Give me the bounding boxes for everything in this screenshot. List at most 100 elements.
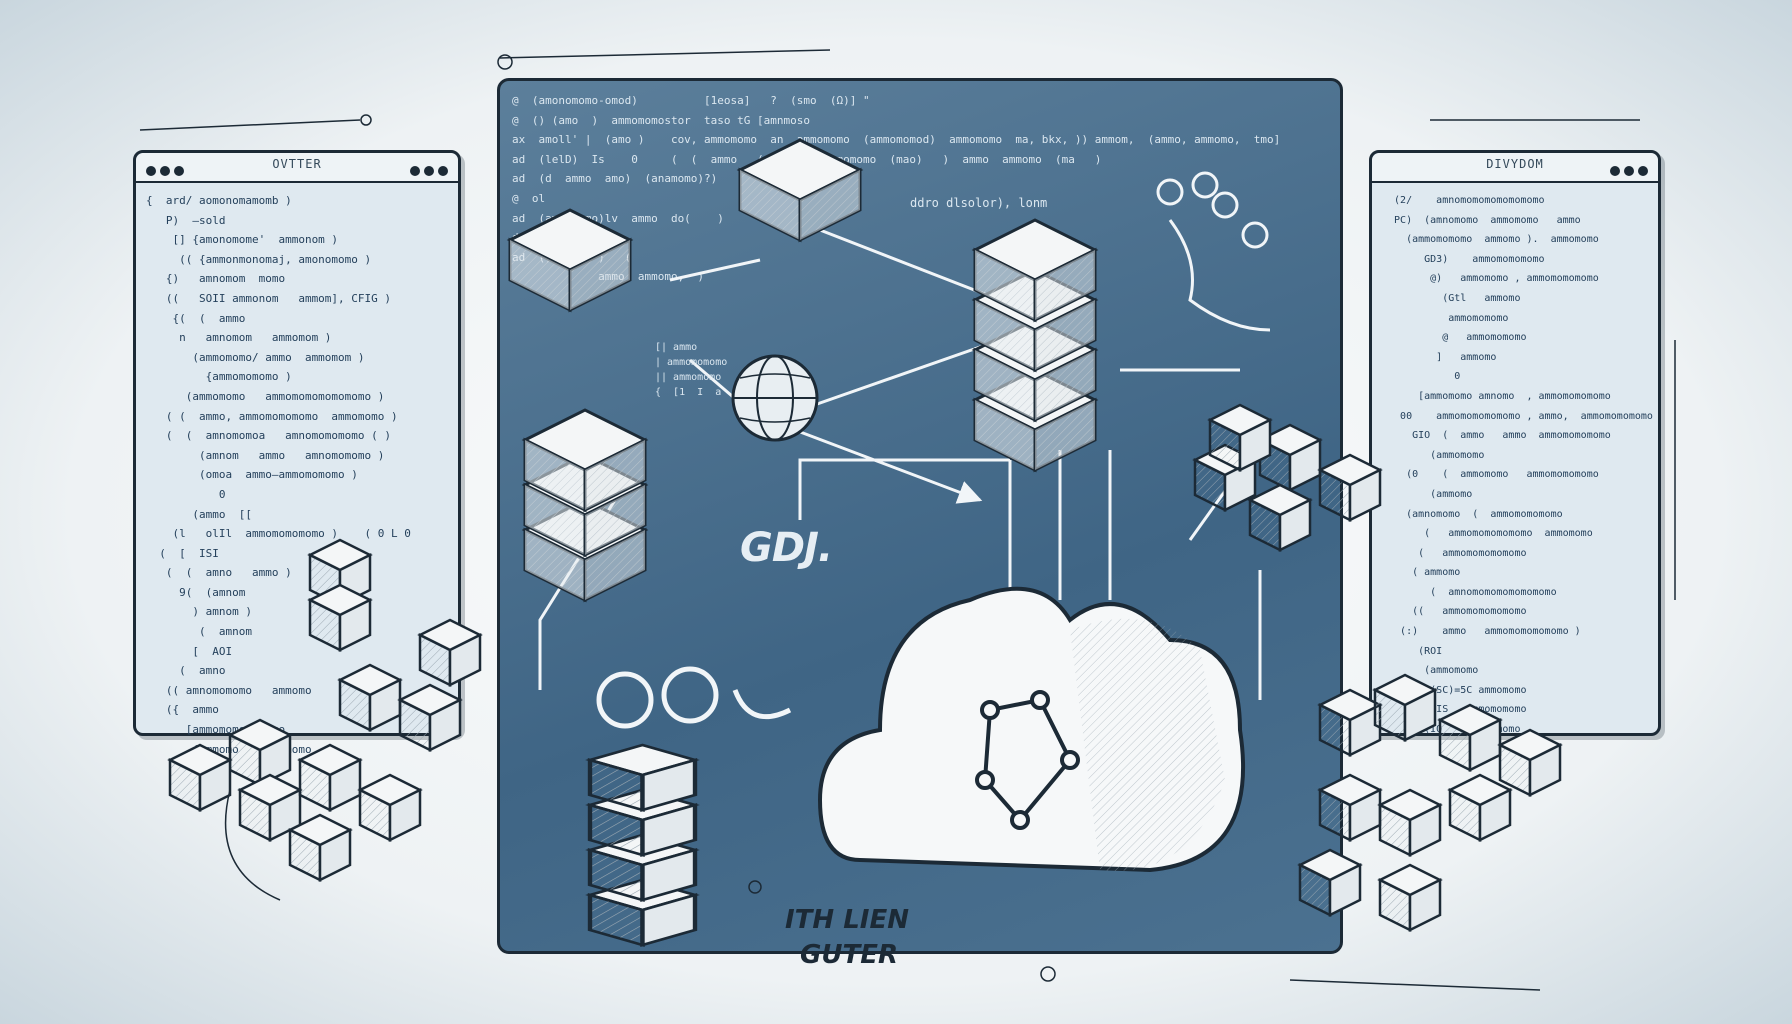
code-line: { ard/ aomonomamomb ) bbox=[146, 194, 292, 207]
server-stack-bottom[interactable] bbox=[590, 745, 695, 945]
left-window-code: { ard/ aomonomamomb ) P) —sold [] {amono… bbox=[136, 183, 458, 767]
code-line: 00 ammomomomomomo , ammo, ammomomomomo bbox=[1382, 410, 1653, 422]
code-line: GD3) ammomomomomo bbox=[1382, 253, 1545, 265]
code-line: 0 bbox=[146, 487, 226, 501]
window-controls bbox=[1610, 161, 1652, 180]
window-controls bbox=[146, 161, 188, 180]
code-line: {ammomomomo ) bbox=[146, 370, 292, 384]
code-line: ({ ammo bbox=[146, 703, 219, 717]
code-line: GIO ( ammo ammo ammomomomomo bbox=[1382, 430, 1611, 442]
code-line: ( amno bbox=[146, 664, 226, 678]
code-line: @ (amonomomo-omod) [1eosa] ? (smo (Ω)] " bbox=[512, 94, 870, 107]
cube-cluster-right[interactable] bbox=[1193, 403, 1382, 552]
code-line: { [1 I a bbox=[655, 387, 722, 398]
cube-cluster-bottom-right[interactable] bbox=[1298, 673, 1562, 932]
gear-icon bbox=[596, 666, 792, 729]
code-snippet: [| ammo | ammomomomo || ammomomo { [1 I a bbox=[655, 340, 727, 400]
right-window-code: (2/ amnomomomomomomomo PC) (amnomomo amm… bbox=[1372, 183, 1658, 748]
code-line: (0 ( ammomomo ammomomomomo bbox=[1382, 469, 1599, 481]
right-code-window: DIVYDOM (2/ amnomomomomomomomo PC) (amno… bbox=[1369, 150, 1661, 736]
code-line: 0 bbox=[1382, 371, 1461, 383]
cube-cluster-bottom-left[interactable] bbox=[168, 538, 482, 882]
window-control-dot-icon[interactable] bbox=[410, 166, 420, 176]
globe-icon[interactable] bbox=[731, 354, 819, 442]
window-control-dot-icon[interactable] bbox=[1610, 166, 1620, 176]
code-line: ( ( ammo, ammomomomomo ammomomo ) bbox=[146, 409, 398, 423]
window-control-dot-icon[interactable] bbox=[424, 166, 434, 176]
code-line: (2/ amnomomomomomomomo bbox=[1382, 195, 1545, 206]
code-line: (( SOII ammonom ammom], CFIG ) bbox=[146, 291, 392, 305]
code-line: (( ammomomomomomo bbox=[1382, 606, 1527, 618]
code-line: {( ( ammo bbox=[146, 311, 246, 325]
code-line: (amnom ammo amnomomomo ) bbox=[146, 448, 385, 462]
code-line: ( ( amno ammo ) bbox=[146, 566, 292, 580]
code-line: @ () (amo ) ammomomostor taso tG [amnmos… bbox=[512, 113, 811, 127]
window-control-dot-icon[interactable] bbox=[438, 166, 448, 176]
code-line: (ammomomo/ ammo ammomom ) bbox=[146, 350, 365, 364]
code-line: [ammomomo amnomo , ammomomomomo bbox=[1382, 390, 1611, 402]
code-line: [| ammo bbox=[655, 342, 698, 353]
code-line: (l olIl ammomomomomo ) ( 0 L 0 bbox=[146, 527, 411, 541]
code-line: ammomomomo bbox=[1382, 312, 1509, 324]
code-line: ( ammomomomomomo bbox=[1382, 547, 1527, 559]
window-control-dot-icon[interactable] bbox=[146, 166, 156, 176]
code-line: (Gtl ammomo bbox=[1382, 292, 1521, 304]
code-line: 9( (amnom bbox=[146, 585, 246, 599]
footer-label-line2: GUTER bbox=[800, 940, 898, 970]
code-line: (( amnomomomo ammomo bbox=[146, 683, 312, 697]
code-line: (ammomomo ammomomomomomomo ) bbox=[146, 389, 385, 403]
code-line: PC) (amnomomo ammomomo ammo bbox=[1382, 214, 1581, 226]
code-line: | ammomomomo bbox=[655, 357, 728, 368]
code-line: P) —sold bbox=[146, 213, 226, 227]
code-line: ax amoll' | (amo ) cov, ammomomo an ammo… bbox=[512, 133, 1281, 147]
code-line: ( ammomomomomomo ammomomo bbox=[1382, 528, 1593, 540]
footer-label-line1: ITH LIEN bbox=[785, 905, 909, 935]
server-unit-left[interactable] bbox=[508, 208, 632, 312]
code-line: [ AOI bbox=[146, 644, 233, 658]
code-line: (:) ammo ammomomomomomo ) bbox=[1382, 626, 1581, 638]
server-stack-left[interactable] bbox=[523, 408, 647, 602]
code-line: ad (d ammo amo) (anamomo)?) bbox=[512, 172, 718, 186]
code-line: || ammomomo bbox=[655, 372, 722, 383]
window-control-dot-icon[interactable] bbox=[1638, 166, 1648, 176]
sync-swirl-icon bbox=[1156, 171, 1271, 332]
code-line: (( {ammonmonomaj, amonomomo ) bbox=[146, 252, 372, 266]
code-line: ( [ ISI bbox=[146, 546, 219, 560]
left-window-titlebar: OVTTER bbox=[136, 153, 458, 183]
code-line: ( ammomo bbox=[1382, 567, 1461, 579]
server-stack-tall[interactable] bbox=[973, 218, 1097, 472]
code-line: {) amnomom momo bbox=[146, 272, 286, 286]
code-line: @ ol bbox=[512, 191, 546, 205]
left-window-title: OVTTER bbox=[272, 157, 322, 171]
network-node-icon bbox=[975, 690, 1080, 830]
code-line: (ammomomo bbox=[1382, 449, 1485, 461]
right-window-title: DIVYDOM bbox=[1486, 157, 1544, 171]
code-line: ( amnom bbox=[146, 625, 252, 639]
window-control-dot-icon[interactable] bbox=[174, 166, 184, 176]
window-control-dot-icon[interactable] bbox=[1624, 166, 1634, 176]
frame-lines bbox=[139, 49, 1676, 991]
code-line: ( amnomomomomomomomo bbox=[1382, 586, 1557, 598]
window-control-dot-icon[interactable] bbox=[160, 166, 170, 176]
left-code-window: OVTTER { ard/ aomonomamomb ) P) —sold []… bbox=[133, 150, 461, 756]
code-line: (ammo [[ bbox=[146, 507, 252, 521]
code-line: n amnomom ammomom ) bbox=[146, 331, 332, 345]
code-line: (omoa ammo—ammomomomo ) bbox=[146, 468, 358, 482]
code-line: ) amnom ) bbox=[146, 605, 252, 619]
cloud-icon[interactable] bbox=[817, 586, 1246, 873]
code-line: (ammomomomo ammomo ). ammomomo bbox=[1382, 234, 1599, 246]
code-line: @ ammomomomo bbox=[1382, 332, 1527, 344]
code-line: (amnomomo ( ammomomomomo bbox=[1382, 508, 1563, 520]
server-unit-top[interactable] bbox=[738, 138, 862, 242]
annotation-text: ddro dlsolor), lonm bbox=[910, 196, 1048, 210]
code-line: ( ( amnomomoa amnomomomomo ( ) bbox=[146, 429, 392, 443]
code-line: (ammomo bbox=[1382, 488, 1473, 500]
right-window-titlebar: DIVYDOM bbox=[1372, 153, 1658, 183]
code-line: [] {amonomome' ammonom ) bbox=[146, 233, 339, 247]
code-line: ] ammomo bbox=[1382, 351, 1497, 363]
code-line: (SC)=5C ammomomo bbox=[1382, 684, 1527, 696]
code-line: (ammomomo bbox=[1382, 665, 1479, 677]
code-line: @) ammomomo , ammomomomomo bbox=[1382, 273, 1599, 285]
gdj-label: GDJ. bbox=[740, 525, 833, 571]
